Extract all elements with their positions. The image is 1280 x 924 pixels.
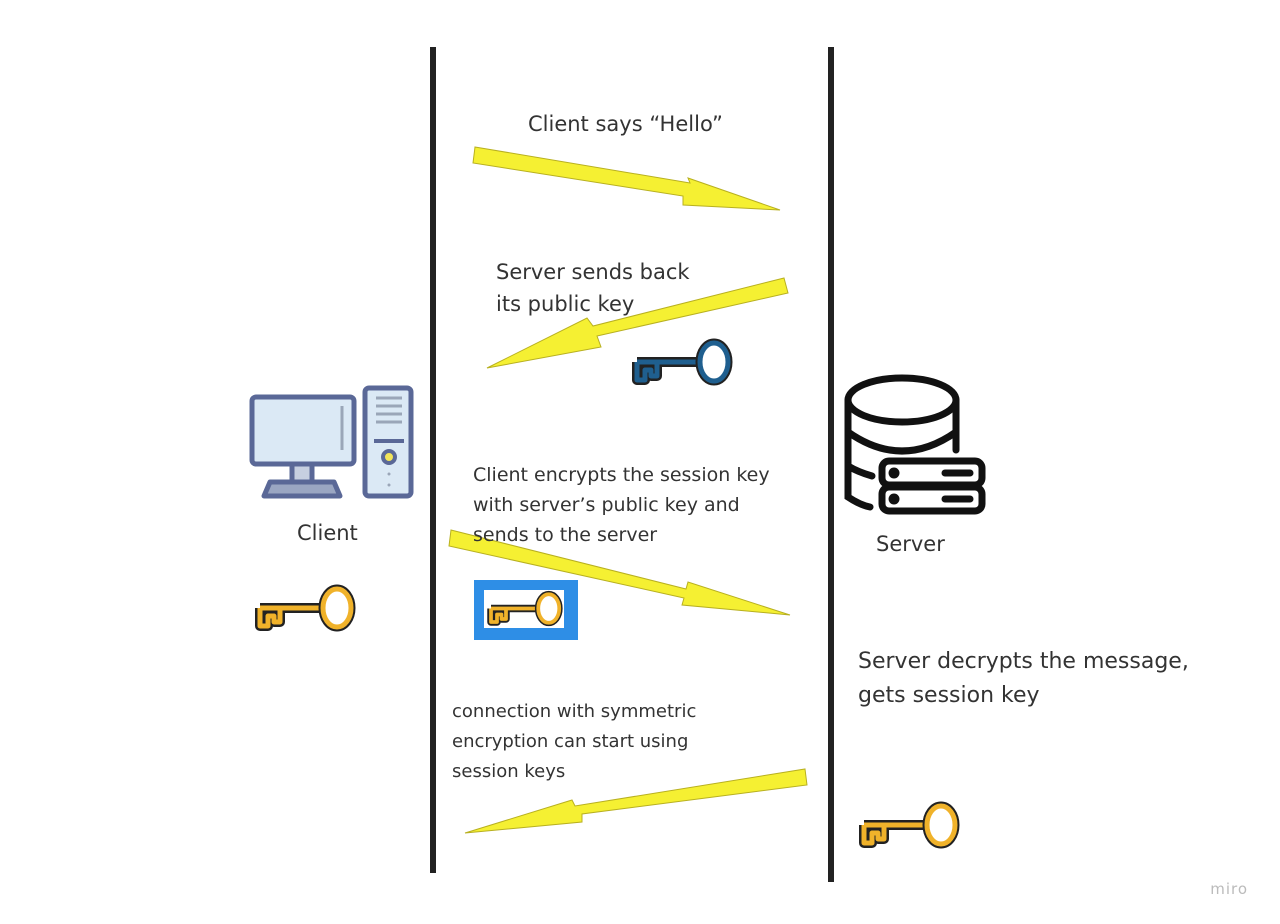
database-server-icon — [844, 374, 986, 515]
text-line: session keys — [452, 761, 566, 782]
text-line: Server sends back — [496, 260, 690, 284]
server-session-key-icon — [864, 806, 955, 844]
text-line: encryption can start using — [452, 731, 689, 752]
text-line: Client encrypts the session key — [473, 464, 770, 486]
text-line: with server’s public key and — [473, 494, 740, 516]
step-hello-text: Client says “Hello” — [528, 112, 723, 136]
server-label: Server — [876, 532, 945, 556]
arrow-public-key — [486, 277, 789, 369]
arrow-symmetric-connection — [464, 768, 808, 834]
arrow-encrypted-session-key — [448, 529, 791, 616]
step-encrypt-text: Client encrypts the session key with ser… — [473, 460, 770, 550]
text-line: Server decrypts the message, — [858, 649, 1189, 674]
text-line: connection with symmetric — [452, 701, 697, 722]
step-decrypt-text: Server decrypts the message, gets sessio… — [858, 645, 1189, 713]
text-line: its public key — [496, 292, 635, 316]
text-line: gets session key — [858, 683, 1040, 708]
step-public-key-text: Server sends back its public key — [496, 256, 690, 320]
arrow-hello — [472, 146, 781, 211]
public-key-icon — [637, 343, 728, 381]
text-line: sends to the server — [473, 524, 658, 546]
client-session-key-icon — [260, 589, 351, 627]
miro-watermark: miro — [1210, 880, 1248, 898]
client-label: Client — [297, 521, 358, 545]
step-symmetric-text: connection with symmetric encryption can… — [452, 697, 696, 787]
desktop-computer-icon — [249, 385, 414, 499]
